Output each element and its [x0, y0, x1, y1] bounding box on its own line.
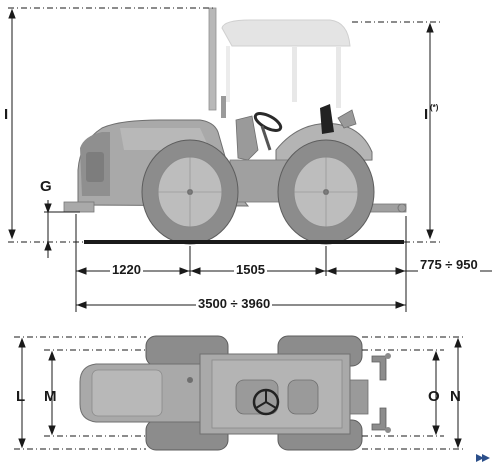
width-dimensions-right: [362, 336, 466, 450]
height-label: I: [4, 106, 9, 123]
seat: [235, 115, 259, 161]
width-outer-left-label: L: [16, 388, 26, 405]
height-cab-superscript: (*): [430, 103, 439, 112]
ground-line: [84, 240, 404, 244]
top-view: [14, 335, 466, 451]
height-dimension-front: [8, 7, 215, 243]
dim-front-overhang: 1220: [110, 262, 143, 277]
seat-top: [287, 379, 319, 415]
roll-bar: [208, 7, 217, 111]
rear-wheel: [277, 139, 375, 245]
corner-mark: [476, 454, 490, 462]
width-dimensions-left: [14, 336, 146, 450]
height-dimension-cab: [352, 21, 440, 243]
ground-clearance-dimension: [44, 200, 80, 258]
steering-wheel-side: [253, 112, 283, 132]
width-outer-right-label: N: [450, 388, 461, 405]
dim-wheelbase: 1505: [234, 262, 267, 277]
ground-clearance-label: G: [40, 178, 52, 195]
height-cab-label: I: [424, 106, 429, 123]
width-inner-left-label: M: [44, 388, 57, 405]
dim-rear-overhang: 775 ÷ 950: [418, 257, 480, 272]
front-wheel: [141, 139, 239, 245]
steering-wheel-top: [235, 379, 280, 416]
dim-total-length: 3500 ÷ 3960: [196, 296, 273, 311]
cab-outline: [221, 19, 351, 108]
side-view: [8, 7, 492, 312]
width-inner-right-label: O: [428, 388, 440, 405]
